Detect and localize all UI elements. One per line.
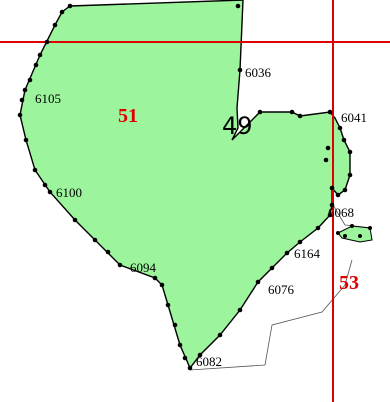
point-label-6068: 6068: [328, 205, 354, 220]
zone-label-51: 51: [118, 105, 138, 127]
parcel-polygon: [19, 0, 351, 370]
point-label-6100: 6100: [56, 185, 82, 200]
point-label-6036: 6036: [245, 65, 272, 80]
point-label-6076: 6076: [268, 282, 295, 297]
point-label-6105: 6105: [35, 91, 61, 106]
vertex-markers: [17, 3, 372, 371]
adjacent-boundary: [189, 259, 353, 371]
sheet-number: 49: [222, 112, 253, 140]
parcel-island: [337, 225, 373, 243]
point-label-6094: 6094: [130, 260, 157, 275]
point-label-6041: 6041: [341, 110, 367, 125]
point-label-6164: 6164: [294, 246, 321, 261]
point-label-6082: 6082: [196, 354, 222, 369]
zone-label-53: 53: [339, 272, 359, 294]
